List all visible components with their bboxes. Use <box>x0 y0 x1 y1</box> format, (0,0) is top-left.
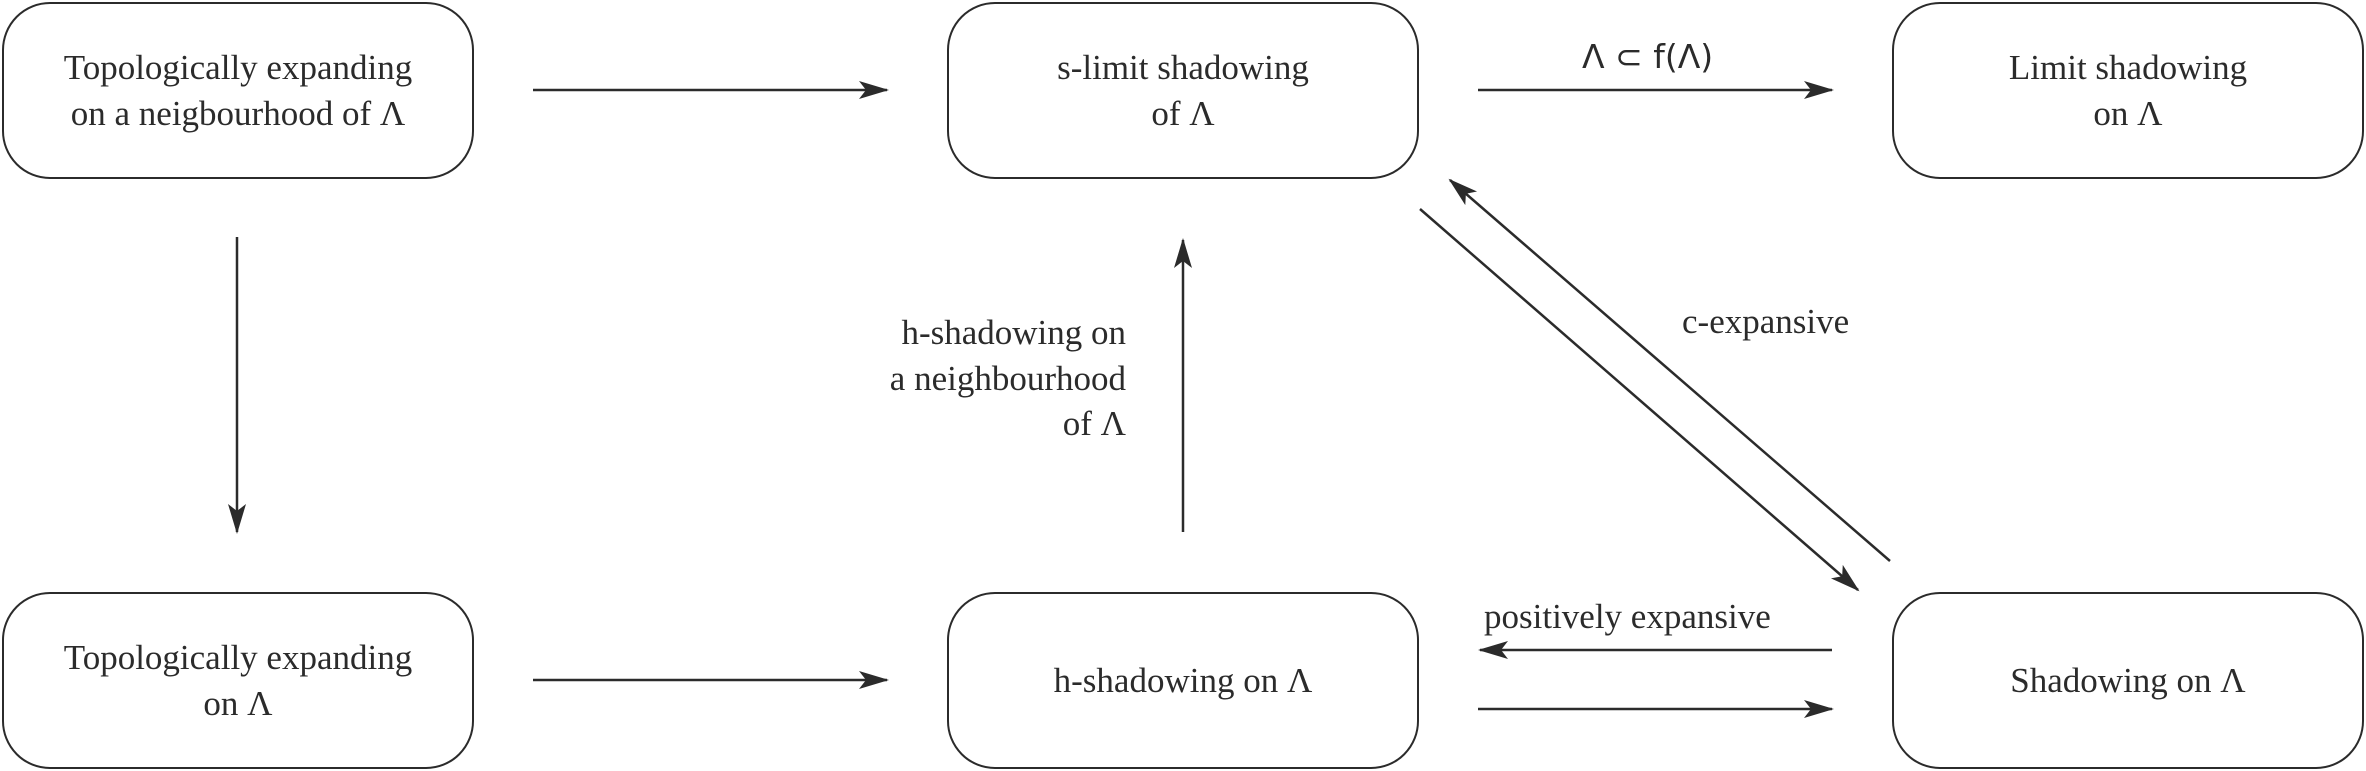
arrow-shadow-to-s-limit <box>1448 178 1891 562</box>
edge-label-line: h-shadowing on <box>901 313 1126 352</box>
node-line: Topologically expanding <box>63 638 413 677</box>
node-line: Shadowing on Λ <box>2010 660 2246 700</box>
node-line: Limit shadowing <box>2008 48 2248 87</box>
edge-label-line: a neighbourhood <box>889 358 1126 398</box>
arrow-s-limit-to-shadow <box>1419 208 1860 592</box>
node-line: h-shadowing on Λ <box>1053 660 1313 700</box>
node-topologically-expanding-neighbourhood: Topologically expanding on a neigbourhoo… <box>2 2 474 179</box>
node-line: on a neigbourhood of Λ <box>70 93 406 133</box>
edge-label-subset: Λ ⊂ f(Λ) <box>1582 37 1714 76</box>
edge-label-h-shadowing-neighbourhood: h-shadowing on a neighbourhood of Λ <box>890 310 1126 447</box>
node-h-shadowing: h-shadowing on Λ <box>947 592 1419 769</box>
node-shadowing: Shadowing on Λ <box>1892 592 2364 769</box>
node-topologically-expanding-on: Topologically expanding on Λ <box>2 592 474 769</box>
node-limit-shadowing: Limit shadowing on Λ <box>1892 2 2364 179</box>
edge-label-c-expansive: c-expansive <box>1682 302 1850 341</box>
node-line: s-limit shadowing <box>1057 48 1309 87</box>
node-line: Topologically expanding <box>63 48 413 87</box>
node-line: of Λ <box>1151 93 1215 133</box>
node-line: on Λ <box>203 683 273 723</box>
edge-label-positively-expansive: positively expansive <box>1484 597 1771 636</box>
node-s-limit-shadowing: s-limit shadowing of Λ <box>947 2 1419 179</box>
edge-label-line: of Λ <box>1062 404 1126 443</box>
node-line: on Λ <box>2093 93 2163 133</box>
